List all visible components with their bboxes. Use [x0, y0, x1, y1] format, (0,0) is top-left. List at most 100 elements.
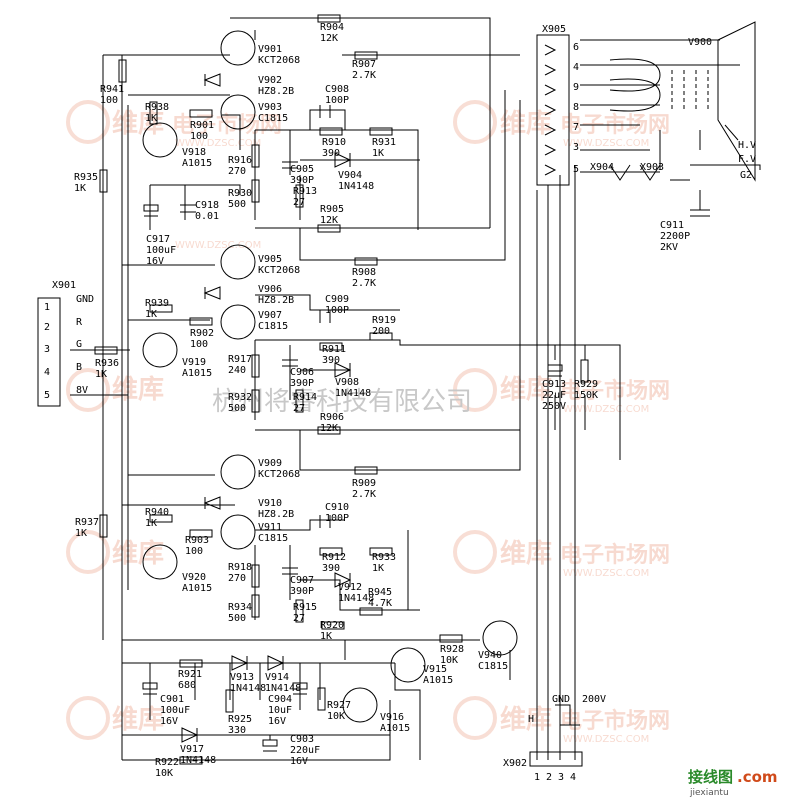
v914-ref-label: V914 — [265, 672, 289, 683]
x905-pin-6: 6 — [573, 42, 579, 53]
c911-plates — [690, 209, 710, 217]
r940-ref-label: R940 — [145, 507, 169, 518]
c911-value-label: 2200P — [660, 231, 690, 242]
r941-body — [118, 59, 127, 83]
c913-value-label: 250V — [542, 401, 566, 412]
v908-value-label: 1N4148 — [335, 388, 371, 399]
x902-pin-2: 2 — [546, 772, 552, 783]
logo-dotcom: .com — [737, 768, 778, 786]
x901-ref: X901 — [52, 280, 76, 291]
watermark-brand: 维库 — [112, 538, 164, 569]
c908-plates — [319, 105, 331, 118]
r902-body — [189, 317, 213, 326]
r931-ref-label: R931 — [372, 137, 396, 148]
x901-signal-gnd: GND — [76, 294, 94, 305]
r936-value-label: 1K — [95, 369, 107, 380]
r932-body — [251, 389, 260, 413]
c904-value-label: 16V — [268, 716, 286, 727]
c917-value-label: 16V — [146, 256, 164, 267]
v902-ref-label: V902 — [258, 75, 282, 86]
v940-value-label: C1815 — [478, 661, 508, 672]
r904-body — [317, 14, 341, 23]
v913-diode-icon — [231, 655, 249, 671]
r931-body — [369, 127, 393, 136]
x905-pin-4: 4 — [573, 62, 579, 73]
v905-value-label: KCT2068 — [258, 265, 300, 276]
v910-ref-label: V910 — [258, 498, 282, 509]
c906-value-label: 390P — [290, 378, 314, 389]
r934-value-label: 500 — [228, 613, 246, 624]
r945-value-label: 4.7K — [368, 598, 392, 609]
x902-200v-label: 200V — [582, 694, 606, 705]
c918-value-label: 0.01 — [195, 211, 219, 222]
r935-value-label: 1K — [74, 183, 86, 194]
r914-ref-label: R914 — [293, 392, 317, 403]
r919-value-label: 200 — [372, 326, 390, 337]
v901-ref-label: V901 — [258, 44, 282, 55]
v906-value-label: HZ8.2B — [258, 295, 294, 306]
r931-value-label: 1K — [372, 148, 384, 159]
watermark-layer: 维库 电子市场网 WWW.DZSC.COM 维库 电子市场网 WWW.DZSC.… — [66, 100, 670, 745]
v912-diode-icon — [334, 572, 352, 588]
v916-transistor-icon — [342, 687, 378, 723]
c906-ref-label: C906 — [290, 367, 314, 378]
crt-ref: V900 — [688, 37, 712, 48]
r901-body — [189, 109, 213, 118]
x902-ref: X902 — [503, 758, 527, 769]
v904-value-label: 1N4148 — [338, 181, 374, 192]
v912-value-label: 1N4148 — [338, 593, 374, 604]
r918-value-label: 270 — [228, 573, 246, 584]
watermark-url: WWW.DZSC.COM — [175, 138, 261, 149]
c909-ref-label: C909 — [325, 294, 349, 305]
c917-value-label: 100uF — [146, 245, 176, 256]
v918-value-label: A1015 — [182, 158, 212, 169]
r937-value-label: 1K — [75, 528, 87, 539]
logo-text: 接线图 — [688, 768, 733, 786]
v905-transistor-icon — [220, 244, 256, 280]
r911-ref-label: R911 — [322, 344, 346, 355]
r911-body — [319, 342, 343, 351]
r921-ref-label: R921 — [178, 669, 202, 680]
x905-pin-8: 8 — [573, 102, 579, 113]
c906-plates — [282, 359, 298, 367]
r933-value-label: 1K — [372, 563, 384, 574]
v920-transistor-icon — [142, 544, 178, 580]
r910-body — [319, 127, 343, 136]
c909-value-label: 100P — [325, 305, 349, 316]
r917-value-label: 240 — [228, 365, 246, 376]
r909-value-label: 2.7K — [352, 489, 376, 500]
r917-ref-label: R917 — [228, 354, 252, 365]
v915-transistor-icon — [390, 647, 426, 683]
v907-ref-label: V907 — [258, 310, 282, 321]
x901-pin-4: 4 — [44, 367, 50, 378]
r913-ref-label: R913 — [293, 186, 317, 197]
r921-value-label: 680 — [178, 680, 196, 691]
r933-body — [369, 547, 393, 556]
v904-ref-label: V904 — [338, 170, 362, 181]
x904-ref-label: X904 — [590, 162, 614, 173]
v940-transistor-icon — [482, 620, 518, 656]
r929-ref-label: R929 — [574, 379, 598, 390]
c913-body — [547, 364, 563, 372]
r905-body — [317, 224, 341, 233]
c903-value-label: 220uF — [290, 745, 320, 756]
v915-ref-label: V915 — [423, 664, 447, 675]
r902-value-label: 100 — [190, 339, 208, 350]
watermark-brand: 维库 — [500, 704, 552, 735]
r929-body — [580, 359, 589, 383]
v906-diode-icon — [203, 286, 221, 300]
r929-value-label: 150K — [574, 390, 598, 401]
watermark-url: WWW.DZSC.COM — [563, 568, 649, 579]
v916-value-label: A1015 — [380, 723, 410, 734]
r907-body — [354, 51, 378, 60]
v911-value-label: C1815 — [258, 533, 288, 544]
c905-ref-label: C905 — [290, 164, 314, 175]
watermark-brand: 维库 — [500, 374, 552, 405]
x905-pin-9: 9 — [573, 82, 579, 93]
r930-ref-label: R930 — [228, 188, 252, 199]
r918-body — [251, 564, 260, 588]
v909-value-label: KCT2068 — [258, 469, 300, 480]
r928-ref-label: R928 — [440, 644, 464, 655]
r922-body — [179, 756, 203, 765]
